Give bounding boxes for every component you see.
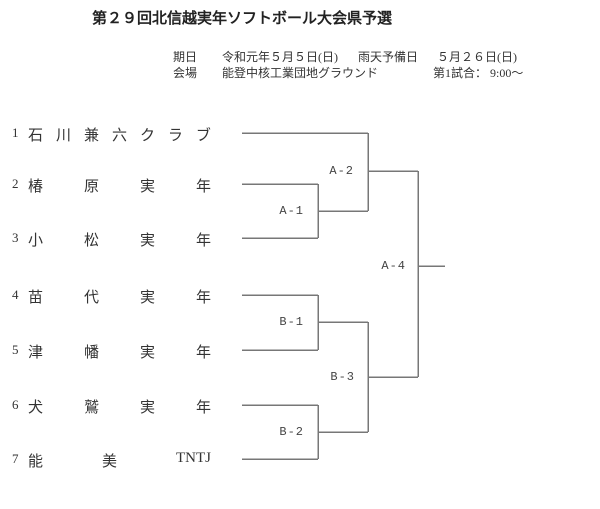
team-name: 小松実年: [28, 233, 211, 249]
match-b2-connector: [317, 405, 368, 459]
match-label-b3: B-3: [330, 370, 355, 384]
match-b1-connector: [317, 295, 368, 350]
rain-date-label: 雨天予備日: [358, 50, 419, 64]
team-name: 石川兼六クラブ: [28, 128, 211, 144]
team-seed: 7: [12, 451, 19, 466]
team-name: 苗代実年: [28, 290, 211, 306]
match-label-b1: B-1: [279, 315, 304, 329]
team-name: 犬鷲実年: [28, 400, 211, 416]
team-seed: 3: [12, 230, 19, 245]
match-a2-connector: [367, 133, 418, 211]
rain-date-value: ５月２６日(日): [437, 50, 517, 64]
match-label-a2: A-2: [329, 164, 354, 178]
match-a1-connector: [317, 184, 368, 238]
team-seed: 4: [12, 287, 19, 302]
event-date-row: 期日 令和元年５月５日(日) 雨天予備日 ５月２６日(日): [173, 48, 573, 64]
match-label-a1: A-1: [279, 204, 304, 218]
venue-label: 会場: [173, 66, 198, 80]
team-name: 椿原実年: [28, 179, 211, 195]
match-b3-connector: [367, 322, 418, 432]
event-info: 期日 令和元年５月５日(日) 雨天予備日 ５月２６日(日) 会場 能登中核工業団…: [173, 48, 573, 80]
match-label-b2: B-2: [279, 425, 304, 439]
first-game-time: 第1試合： 9:00～: [433, 66, 524, 80]
team-seed: 6: [12, 397, 19, 412]
team-seed: 1: [12, 125, 19, 140]
page-title: 第２９回北信越実年ソフトボール大会県予選: [92, 11, 393, 27]
team-name: 津幡実年: [28, 345, 211, 361]
match-label-a4: A-4: [381, 259, 406, 273]
date-label: 期日: [173, 50, 198, 64]
team-seed: 5: [12, 342, 19, 357]
team-seed: 2: [12, 176, 19, 191]
date-value: 令和元年５月５日(日): [222, 50, 338, 64]
event-venue-row: 会場 能登中核工業団地グラウンド 第1試合： 9:00～: [173, 64, 573, 80]
venue-value: 能登中核工業団地グラウンド: [222, 66, 379, 80]
